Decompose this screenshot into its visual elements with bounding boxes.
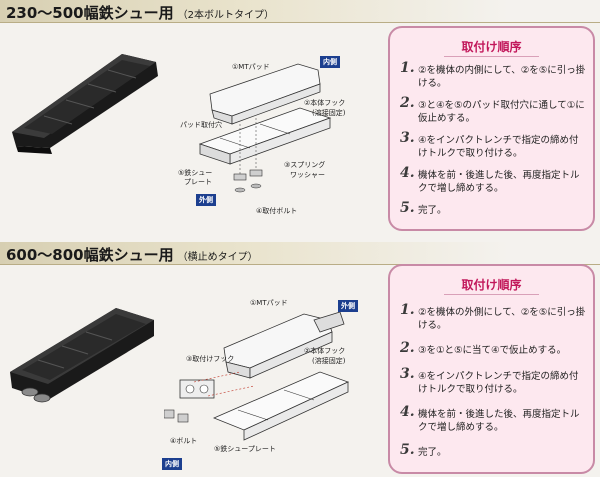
- label-pad-hole: パッド取付穴: [180, 121, 222, 129]
- step-number: 3.: [400, 366, 415, 382]
- label-shoe-plate: ⑤鉄シュープレート: [214, 445, 276, 453]
- label-shoe: ⑤鉄シュー: [178, 169, 213, 177]
- section-title-text: 600～800幅鉄シュー用: [6, 246, 174, 264]
- step-number: 1.: [400, 60, 415, 76]
- label-hook-sub: (溶接固定): [312, 109, 346, 117]
- label-hook-sub: (溶接固定): [312, 357, 346, 365]
- step-3: 3.④をインパクトレンチで指定の締め付けトルクで取り付ける。: [400, 366, 586, 396]
- step-2: 2.③と④を⑤のパッド取付穴に通して①に仮止めする。: [400, 95, 586, 125]
- step-number: 1.: [400, 302, 415, 318]
- step-text: ③を①と⑤に当て④で仮止めする。: [418, 345, 567, 356]
- instructions-box: 取付け順序 1.②を機体の外側にして、②を⑤に引っ掛ける。 2.③を①と⑤に当て…: [388, 264, 595, 474]
- rubber-pad-photo: [10, 308, 154, 403]
- label-outer: 外側: [196, 194, 216, 206]
- step-1: 1.②を機体の外側にして、②を⑤に引っ掛ける。: [400, 302, 586, 332]
- step-number: 5.: [400, 200, 415, 216]
- step-text: ②を機体の外側にして、②を⑤に引っ掛ける。: [418, 307, 586, 331]
- step-text: ③と④を⑤のパッド取付穴に通して①に仮止めする。: [418, 100, 585, 124]
- instructions-box: 取付け順序 1.②を機体の内側にして、②を⑤に引っ掛ける。 2.③と④を⑤のパッ…: [388, 26, 595, 231]
- assembly-diagram: [198, 63, 332, 193]
- label-fix-hook: ③取付けフック: [186, 355, 235, 363]
- section-side-fix: 600～800幅鉄シュー用（横止めタイプ） ①MTパッド 外側 ③: [0, 242, 600, 477]
- label-mt-pad: ①MTパッド: [250, 299, 288, 307]
- label-hook: ②本体フック: [304, 347, 346, 355]
- step-number: 3.: [400, 130, 415, 146]
- step-text: ④をインパクトレンチで指定の締め付けトルクで取り付ける。: [418, 371, 579, 395]
- step-text: 完了。: [418, 447, 447, 458]
- step-number: 4.: [400, 165, 415, 181]
- section-subtitle: （横止めタイプ）: [177, 252, 258, 263]
- section-title: 230～500幅鉄シュー用（2本ボルトタイプ）: [6, 2, 274, 23]
- instructions-title: 取付け順序: [461, 278, 522, 292]
- label-bolt: ④取付ボルト: [256, 207, 298, 215]
- instructions-title: 取付け順序: [461, 40, 522, 54]
- step-text: 機体を前・後進した後、再度指定トルクで増し締めする。: [418, 409, 580, 433]
- label-washer: ワッシャー: [290, 171, 325, 179]
- step-4: 4.機体を前・後進した後、再度指定トルクで増し締めする。: [400, 165, 586, 195]
- label-inner: 内側: [320, 56, 340, 68]
- assembly-diagram: [164, 311, 350, 441]
- step-text: ②を機体の内側にして、②を⑤に引っ掛ける。: [418, 65, 586, 89]
- section-title-text: 230～500幅鉄シュー用: [6, 4, 174, 22]
- section-header-band: 230～500幅鉄シュー用（2本ボルトタイプ）: [0, 0, 600, 22]
- label-inner: 内側: [162, 458, 182, 470]
- label-shoe-plate: プレート: [184, 178, 212, 186]
- label-outer: 外側: [338, 300, 358, 312]
- step-text: 完了。: [418, 205, 447, 216]
- step-4: 4.機体を前・後進した後、再度指定トルクで増し締めする。: [400, 404, 586, 434]
- label-hook: ②本体フック: [304, 99, 346, 107]
- step-5: 5.完了。: [400, 200, 586, 217]
- label-bolt: ④ボルト: [170, 437, 198, 445]
- step-number: 5.: [400, 442, 415, 458]
- step-text: ④をインパクトレンチで指定の締め付けトルクで取り付ける。: [418, 135, 579, 159]
- step-5: 5.完了。: [400, 442, 586, 459]
- step-number: 2.: [400, 95, 415, 111]
- step-3: 3.④をインパクトレンチで指定の締め付けトルクで取り付ける。: [400, 130, 586, 160]
- label-mt-pad: ①MTパッド: [232, 63, 270, 71]
- section-rule: [0, 22, 600, 23]
- step-number: 2.: [400, 340, 415, 356]
- title-underline: [444, 294, 539, 295]
- rubber-pad-photo: [12, 54, 158, 154]
- section-2bolt: 230～500幅鉄シュー用（2本ボルトタイプ） ①MTパッド 内側 ②本体: [0, 0, 600, 236]
- title-underline: [444, 56, 539, 57]
- section-rule: [0, 264, 600, 265]
- step-text: 機体を前・後進した後、再度指定トルクで増し締めする。: [418, 170, 580, 194]
- section-subtitle: （2本ボルトタイプ）: [177, 10, 274, 21]
- section-title: 600～800幅鉄シュー用（横止めタイプ）: [6, 244, 258, 265]
- section-header-band: 600～800幅鉄シュー用（横止めタイプ）: [0, 242, 600, 264]
- step-2: 2.③を①と⑤に当て④で仮止めする。: [400, 340, 586, 357]
- step-1: 1.②を機体の内側にして、②を⑤に引っ掛ける。: [400, 60, 586, 90]
- step-number: 4.: [400, 404, 415, 420]
- label-spring: ③スプリング: [284, 161, 326, 169]
